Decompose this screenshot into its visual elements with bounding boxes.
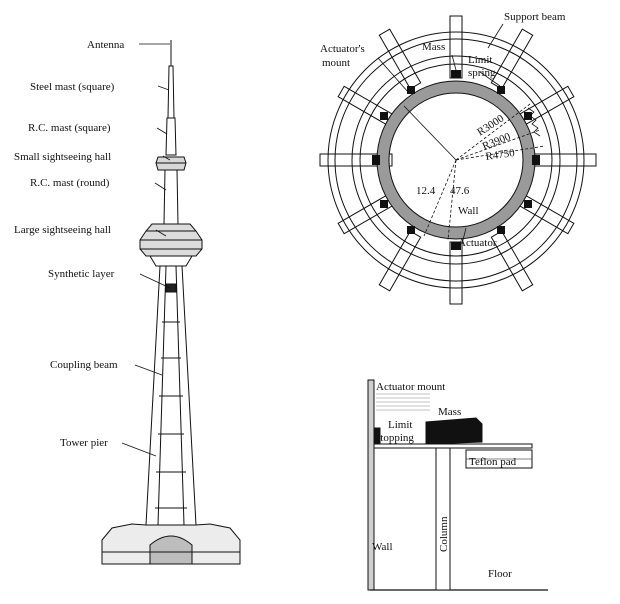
label-coupling-beam: Coupling beam — [50, 359, 118, 371]
section-detail — [367, 379, 548, 591]
label-section-wall: Wall — [372, 541, 393, 553]
rc-mast-round-shape — [163, 169, 179, 225]
label-limit-2: spring — [468, 67, 496, 79]
label-limit-1: Limit — [468, 54, 492, 66]
large-hall-underside — [149, 255, 193, 267]
tower-pier-left-outer — [145, 265, 161, 526]
label-plan-wall: Wall — [458, 205, 479, 217]
section-column — [435, 447, 451, 591]
coupling-beams — [155, 321, 187, 509]
label-teflon-pad: Teflon pad — [469, 456, 517, 468]
mass-blocks — [372, 70, 540, 250]
label-small-hall: Small sightseeing hall — [14, 151, 111, 163]
label-steel-mast: Steel mast (square) — [30, 81, 115, 93]
label-section-limit-2: stopping — [376, 432, 414, 444]
label-rc-mast-round: R.C. mast (round) — [30, 177, 110, 189]
label-section-limit-1: Limit — [388, 419, 412, 431]
synthetic-layer-block — [165, 283, 177, 293]
label-floor: Floor — [488, 568, 512, 580]
steel-mast-shape — [167, 65, 175, 119]
label-synthetic-layer: Synthetic layer — [48, 268, 115, 280]
label-actuator: Actuator — [458, 237, 497, 249]
label-actuator-mount-1: Actuator's — [320, 43, 365, 55]
tower-base-arch — [149, 535, 193, 565]
label-actuator-mount-2: mount — [322, 57, 350, 69]
label-section-mass: Mass — [438, 406, 461, 418]
plan-view — [319, 15, 597, 305]
label-large-hall: Large sightseeing hall — [14, 224, 111, 236]
section-wall — [367, 379, 375, 591]
label-support-beam: Support beam — [504, 11, 566, 23]
section-mass-block — [425, 417, 483, 445]
label-r4750: R4750 — [485, 147, 516, 163]
label-plan-mass: Mass — [422, 41, 445, 53]
label-rc-mast-square: R.C. mast (square) — [28, 122, 111, 134]
tower-labels — [121, 43, 171, 457]
limit-spring-coil — [527, 107, 541, 137]
tower-elevation — [101, 40, 241, 565]
tower-pier-right-outer — [181, 265, 197, 526]
radius-lines — [423, 103, 546, 241]
label-tower-pier: Tower pier — [60, 437, 108, 449]
plan-leaders — [377, 23, 504, 245]
label-antenna: Antenna — [87, 39, 124, 51]
label-angle-47-6: 47.6 — [450, 185, 470, 197]
actuator-mount-hatch — [376, 393, 430, 411]
rc-mast-square-shape — [165, 117, 177, 156]
radius-solid — [403, 105, 457, 161]
label-actuator-mount: Actuator mount — [376, 381, 445, 393]
label-angle-12-4: 12.4 — [416, 185, 436, 197]
section-plate — [373, 443, 533, 449]
label-column: Column — [438, 516, 450, 552]
wall-ring — [377, 81, 535, 239]
